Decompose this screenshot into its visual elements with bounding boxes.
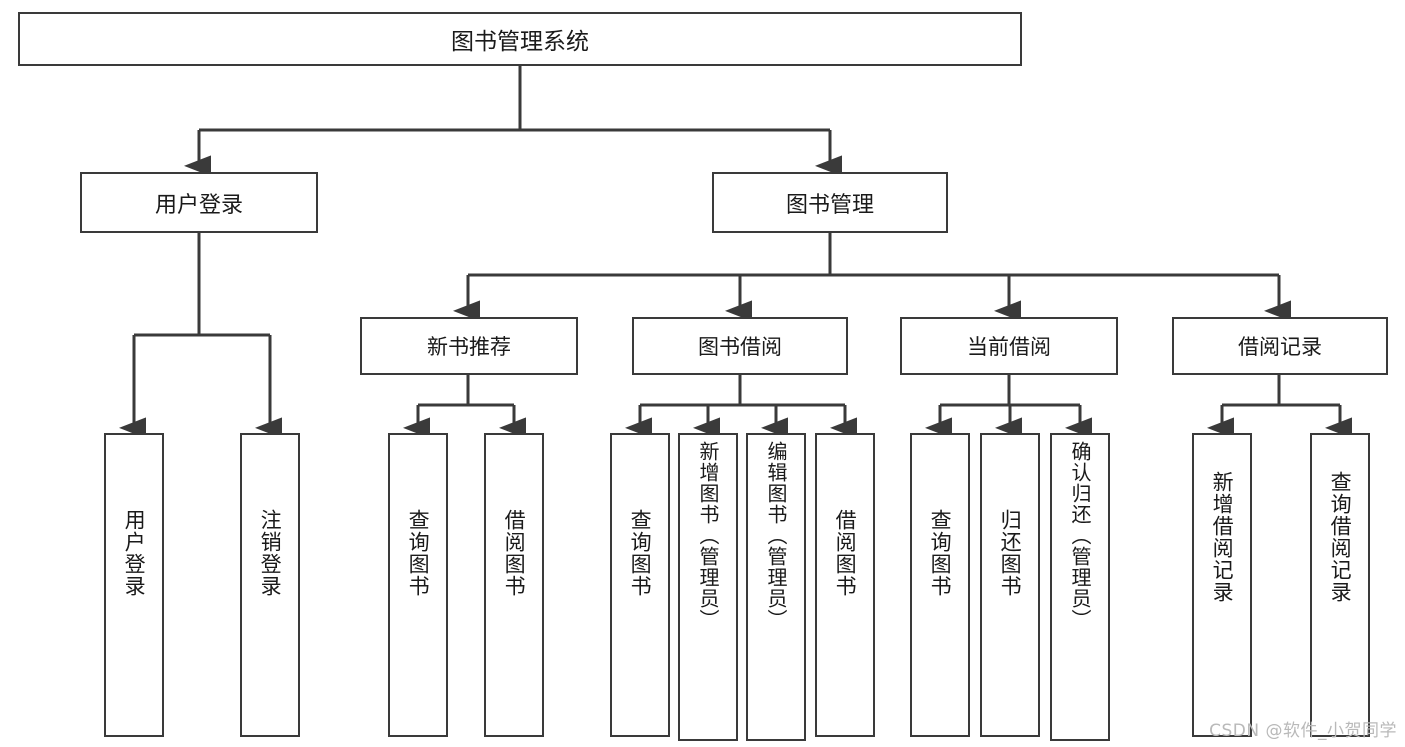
node-borrow-record-label: 借阅记录 bbox=[1238, 335, 1322, 359]
leaf-borrow-record-add[interactable]: 新增借阅记录 bbox=[1192, 433, 1252, 737]
leaf-user-login-login[interactable]: 用户登录 bbox=[104, 433, 164, 737]
leaf-current-borrow-query[interactable]: 查询图书 bbox=[910, 433, 970, 737]
leaf-user-login-logout[interactable]: 注销登录 bbox=[240, 433, 300, 737]
node-user-login[interactable]: 用户登录 bbox=[80, 172, 318, 233]
node-root[interactable]: 图书管理系统 bbox=[18, 12, 1022, 66]
node-current-borrow[interactable]: 当前借阅 bbox=[900, 317, 1118, 375]
leaf-label: 查询图书 bbox=[406, 509, 431, 597]
leaf-current-borrow-confirm[interactable]: 确认归还（管理员） bbox=[1050, 433, 1110, 741]
node-root-label: 图书管理系统 bbox=[451, 29, 589, 55]
node-book-manage[interactable]: 图书管理 bbox=[712, 172, 948, 233]
leaf-book-borrow-edit[interactable]: 编辑图书（管理员） bbox=[746, 433, 806, 741]
leaf-borrow-record-query[interactable]: 查询借阅记录 bbox=[1310, 433, 1370, 737]
node-new-book-recommend-label: 新书推荐 bbox=[427, 335, 511, 359]
leaf-label: 查询借阅记录 bbox=[1328, 471, 1353, 603]
node-current-borrow-label: 当前借阅 bbox=[967, 335, 1051, 359]
leaf-label: 用户登录 bbox=[122, 509, 147, 597]
leaf-label: 查询图书 bbox=[928, 509, 953, 597]
leaf-label: 借阅图书 bbox=[502, 509, 527, 597]
leaf-label: 编辑图书（管理员） bbox=[764, 441, 788, 630]
node-book-borrow[interactable]: 图书借阅 bbox=[632, 317, 848, 375]
leaf-book-borrow-borrow[interactable]: 借阅图书 bbox=[815, 433, 875, 737]
leaf-current-borrow-return[interactable]: 归还图书 bbox=[980, 433, 1040, 737]
node-user-login-label: 用户登录 bbox=[154, 192, 243, 218]
node-new-book-recommend[interactable]: 新书推荐 bbox=[360, 317, 578, 375]
leaf-label: 确认归还（管理员） bbox=[1068, 441, 1092, 630]
leaf-new-book-borrow[interactable]: 借阅图书 bbox=[484, 433, 544, 737]
leaf-label: 新增图书（管理员） bbox=[696, 441, 720, 630]
node-borrow-record[interactable]: 借阅记录 bbox=[1172, 317, 1388, 375]
leaf-label: 查询图书 bbox=[628, 509, 653, 597]
node-book-manage-label: 图书管理 bbox=[785, 192, 874, 218]
leaf-label: 新增借阅记录 bbox=[1210, 471, 1235, 603]
leaf-label: 归还图书 bbox=[998, 509, 1023, 597]
leaf-label: 借阅图书 bbox=[833, 509, 858, 597]
leaf-book-borrow-add[interactable]: 新增图书（管理员） bbox=[678, 433, 738, 741]
csdn-watermark: CSDN @软件_小贺同学 bbox=[1209, 721, 1397, 741]
node-book-borrow-label: 图书借阅 bbox=[698, 335, 782, 359]
leaf-book-borrow-query[interactable]: 查询图书 bbox=[610, 433, 670, 737]
leaf-label: 注销登录 bbox=[258, 509, 283, 597]
leaf-new-book-query[interactable]: 查询图书 bbox=[388, 433, 448, 737]
